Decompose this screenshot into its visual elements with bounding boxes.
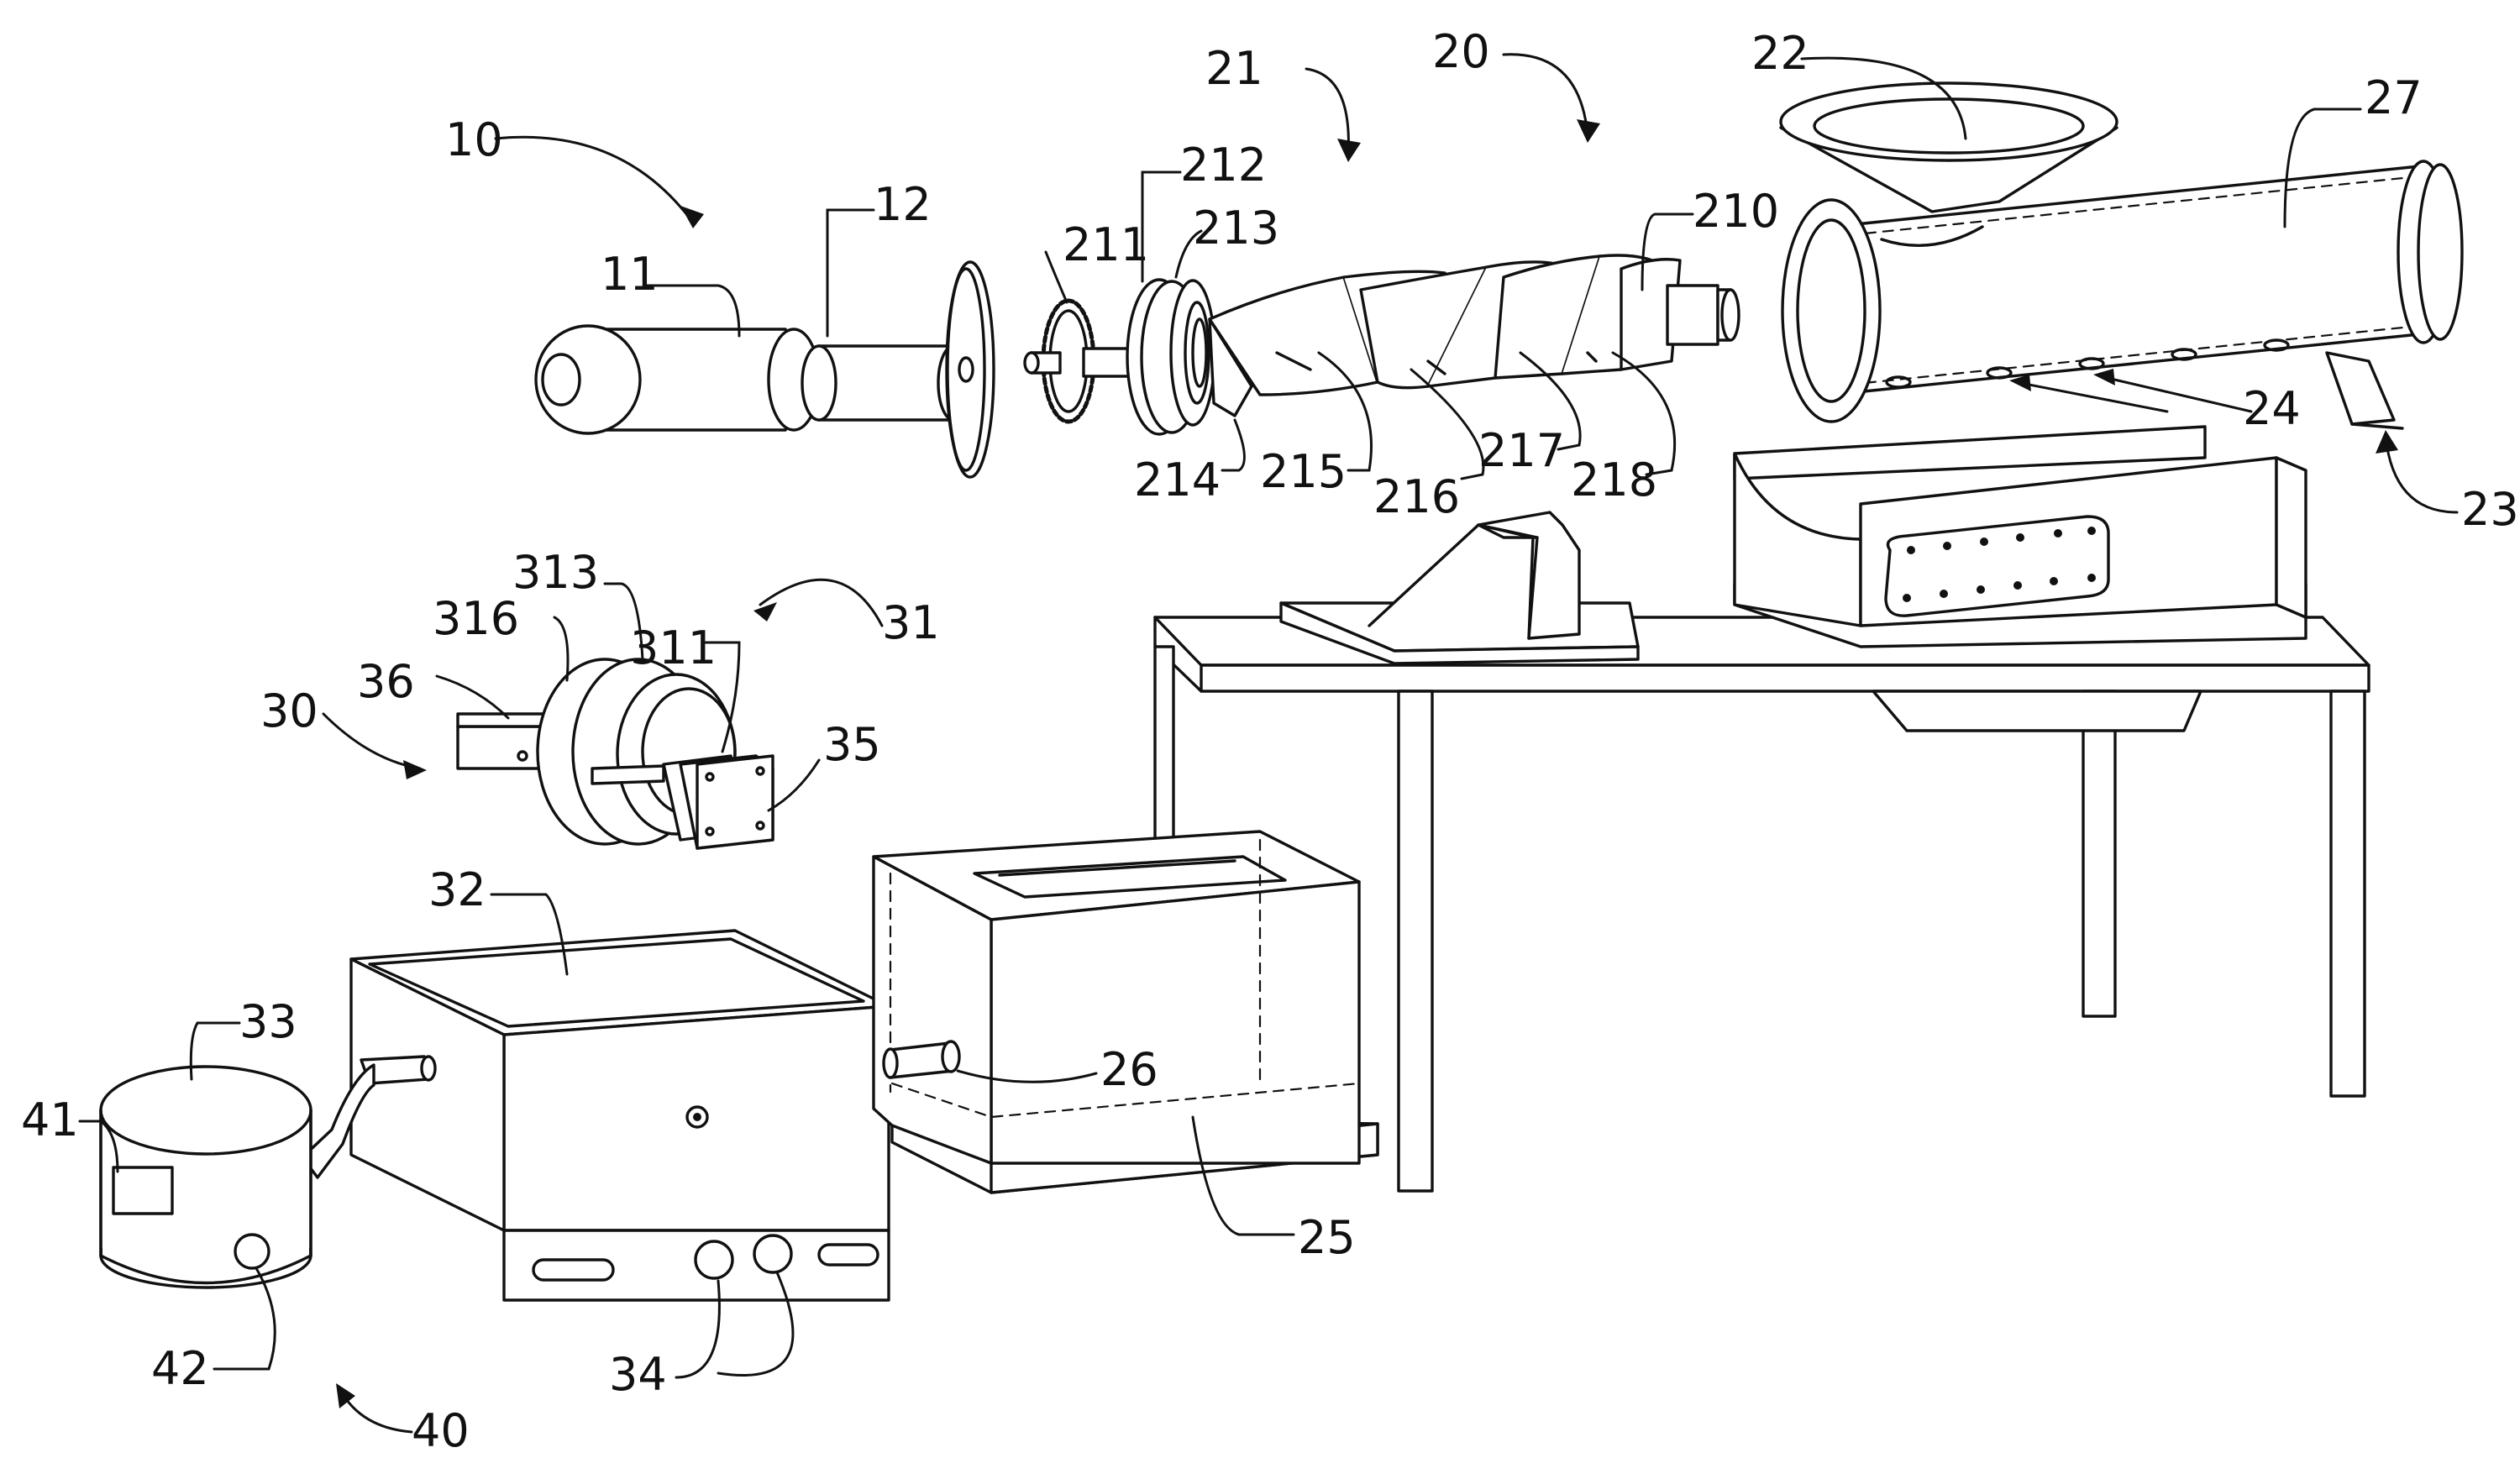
label-26: 26 (1100, 1043, 1158, 1096)
label-36: 36 (357, 655, 415, 708)
label-21: 21 (1205, 42, 1263, 95)
label-10: 10 (445, 113, 503, 166)
seal-disc (1169, 279, 1216, 427)
drain-holes (1885, 338, 2290, 389)
label-35: 35 (823, 718, 881, 771)
label-30: 30 (260, 684, 318, 737)
label-213: 213 (1193, 202, 1279, 254)
screw-shaft-end (1666, 284, 1740, 346)
label-316: 316 (433, 592, 519, 645)
screw-flights (1208, 254, 1682, 417)
bearing-stand (1279, 511, 1640, 665)
label-217: 217 (1478, 424, 1565, 477)
label-212: 212 (1180, 139, 1267, 191)
label-216: 216 (1373, 470, 1460, 523)
motor-body (534, 324, 821, 435)
label-34: 34 (609, 1348, 667, 1401)
label-23: 23 (2461, 483, 2519, 536)
label-40: 40 (412, 1404, 470, 1457)
motor-flange (945, 260, 995, 479)
reference-labels: 10 11 12 21 20 22 27 23 24 210 211 212 2… (21, 25, 2519, 1457)
leader-lines (78, 53, 2459, 1434)
pump-unit (456, 658, 774, 850)
label-33: 33 (239, 995, 297, 1048)
heater-unit (99, 1065, 312, 1289)
barrel-cradle (1733, 425, 2307, 648)
label-11: 11 (601, 248, 659, 301)
label-22: 22 (1751, 27, 1809, 80)
label-41: 41 (21, 1094, 79, 1146)
label-31: 31 (882, 596, 940, 649)
label-12: 12 (874, 178, 932, 231)
label-214: 214 (1134, 454, 1221, 506)
drive-gear (1023, 298, 1096, 424)
feed-funnel (1779, 81, 2118, 247)
label-218: 218 (1571, 454, 1657, 506)
label-211: 211 (1063, 218, 1149, 271)
label-24: 24 (2243, 382, 2301, 435)
label-311: 311 (630, 621, 717, 674)
label-20: 20 (1432, 25, 1490, 78)
label-25: 25 (1298, 1211, 1356, 1264)
label-313: 313 (512, 546, 599, 599)
juice-container (872, 830, 1379, 1194)
label-27: 27 (2365, 71, 2423, 124)
label-210: 210 (1693, 185, 1779, 238)
press-barrel (1781, 160, 2464, 430)
collection-tank (349, 929, 890, 1302)
screw-assembly (1023, 254, 1740, 436)
label-32: 32 (428, 863, 486, 916)
label-215: 215 (1260, 445, 1347, 498)
motor-assembly (534, 260, 995, 479)
motor-coupling (801, 344, 970, 422)
label-42: 42 (151, 1342, 209, 1395)
